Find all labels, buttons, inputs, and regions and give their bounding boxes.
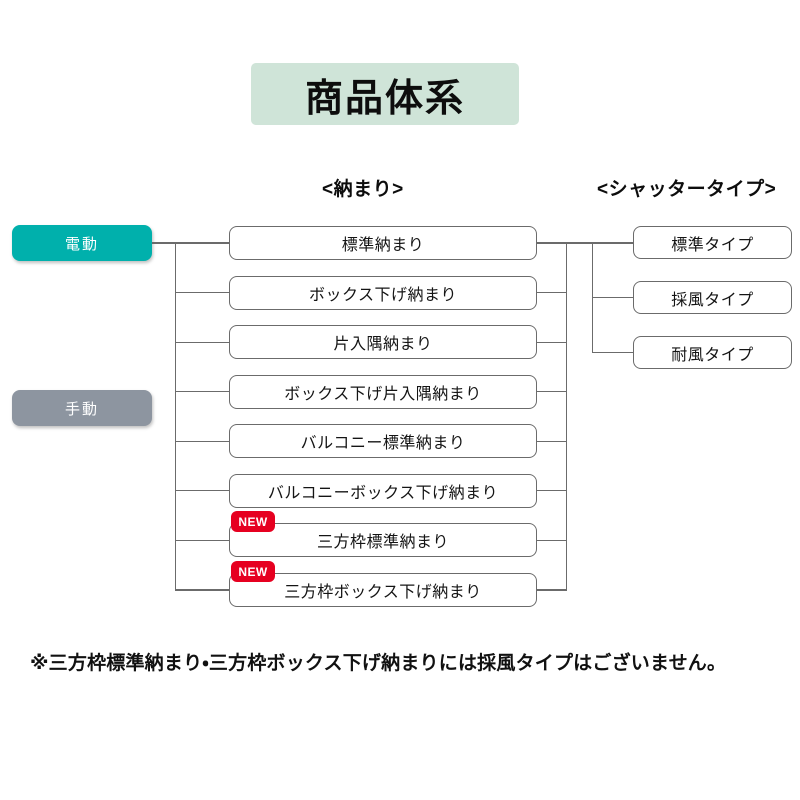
connector-left-branch-1 (175, 242, 230, 244)
connector-shutter-branch-2 (592, 297, 634, 299)
nawamari-box-8[interactable]: 三方枠ボックス下げ納まり (229, 573, 537, 607)
connector-right-branch-7 (536, 539, 567, 542)
new-badge-sanpouwaku-box: NEW (231, 561, 275, 582)
connector-left-branch-8 (175, 589, 230, 591)
column-header-nawamari: <納まり> (322, 179, 404, 200)
connector-right-trunk (566, 242, 568, 590)
nawamari-box-3[interactable]: 片入隅納まり (229, 325, 537, 360)
connector-left-trunk (175, 242, 177, 590)
page-title: 商品体系 (304, 77, 465, 120)
nawamari-box-6[interactable]: バルコニーボックス下げ納まり (229, 473, 537, 508)
connector-right-branch-1 (536, 242, 567, 244)
connector-right-branch-2 (536, 292, 567, 294)
nawamari-box-8-label: 三方枠ボックス下げ納まり (284, 584, 482, 601)
connector-shutter-branch-3 (592, 352, 634, 354)
shutter-type-box-1-label: 標準タイプ (671, 236, 754, 254)
mode-pill-electric[interactable]: 電動 (12, 225, 152, 261)
shutter-type-box-2[interactable]: 採風タイプ (633, 281, 792, 314)
shutter-type-box-3[interactable]: 耐風タイプ (633, 336, 792, 369)
shutter-type-box-1[interactable]: 標準タイプ (633, 226, 792, 259)
shutter-type-box-3-label: 耐風タイプ (671, 346, 754, 364)
nawamari-box-3-label: 片入隅納まり (333, 336, 433, 354)
connector-left-branch-3 (175, 341, 230, 343)
connector-right-branch-5 (536, 440, 567, 442)
nawamari-box-1[interactable]: 標準納まり (229, 226, 537, 260)
nawamari-box-7-label: 三方枠標準納まり (316, 534, 449, 552)
connector-left-branch-6 (175, 490, 230, 492)
nawamari-box-5-label: バルコニー標準納まり (300, 435, 466, 453)
connector-right-branch-3 (536, 341, 567, 343)
connector-left-branch-5 (175, 440, 230, 442)
connector-bridge-to-shutter (566, 242, 593, 244)
mode-pill-manual[interactable]: 手動 (12, 390, 152, 426)
connector-electric-stub (152, 242, 175, 244)
nawamari-box-4-label: ボックス下げ片入隅納まり (284, 385, 482, 403)
connector-left-branch-4 (175, 391, 230, 393)
column-header-shutter-type: <シャッタータイプ> (597, 179, 777, 200)
connector-shutter-branch-1 (592, 242, 634, 244)
nawamari-box-1-label: 標準納まり (341, 237, 425, 254)
nawamari-box-4[interactable]: ボックス下げ片入隅納まり (229, 374, 537, 409)
new-badge-sanpouwaku-hyojun: NEW (231, 511, 275, 532)
shutter-type-box-2-label: 採風タイプ (671, 291, 754, 309)
connector-right-branch-6 (536, 490, 567, 492)
connector-right-branch-4 (536, 391, 567, 393)
connector-right-branch-8 (536, 589, 567, 591)
nawamari-box-2-label: ボックス下げ納まり (308, 286, 458, 304)
footnote: ※三方枠標準納まり・三方枠ボックス下げ納まりには採風タイプはございません。 (30, 653, 727, 674)
nawamari-box-5[interactable]: バルコニー標準納まり (229, 424, 537, 459)
title-band (251, 63, 519, 125)
nawamari-box-2[interactable]: ボックス下げ納まり (229, 275, 537, 310)
connector-left-branch-2 (175, 292, 230, 294)
nawamari-box-6-label: バルコニーボックス下げ納まり (267, 484, 499, 502)
nawamari-box-7[interactable]: 三方枠標準納まり (229, 523, 537, 558)
connector-left-branch-7 (175, 539, 230, 542)
